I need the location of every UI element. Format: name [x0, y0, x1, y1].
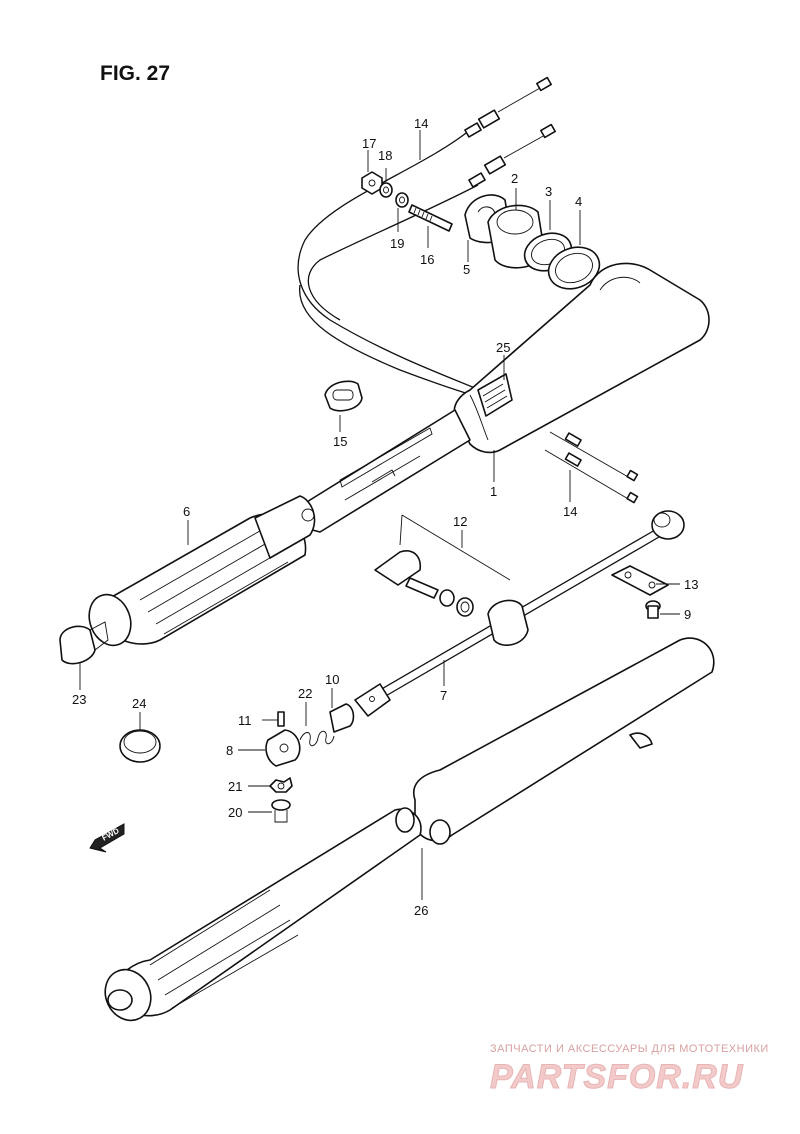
callout-14-upper: 14 [414, 116, 428, 131]
spring-22 [299, 730, 335, 747]
callout-24: 24 [132, 696, 146, 711]
callout-22: 22 [298, 686, 312, 701]
leader-lines [79, 130, 680, 900]
extension-handle-26 [104, 637, 715, 1022]
fwd-arrow: FWD [89, 823, 125, 853]
screw-9 [645, 600, 661, 619]
callout-6: 6 [183, 504, 190, 519]
throttle-cable-lower [544, 431, 639, 504]
callout-25: 25 [496, 340, 510, 355]
watermark-logo: PARTSFOR.RU [490, 1058, 744, 1096]
callout-9: 9 [684, 607, 691, 622]
callout-8: 8 [226, 743, 233, 758]
collar-10 [329, 703, 355, 733]
end-cap-23 [59, 621, 109, 665]
screw-20 [271, 799, 291, 823]
stud-bolt-16 [408, 204, 453, 232]
callout-26: 26 [414, 903, 428, 918]
bracket-assembly-12 [374, 514, 511, 617]
callout-1: 1 [490, 484, 497, 499]
callout-19: 19 [390, 236, 404, 251]
decal-25 [477, 373, 513, 417]
ring-4 [547, 246, 601, 290]
callout-21: 21 [228, 779, 242, 794]
callout-20: 20 [228, 805, 242, 820]
lock-washer-21 [269, 777, 293, 793]
callout-15: 15 [333, 434, 347, 449]
callout-18: 18 [378, 148, 392, 163]
plate-13 [611, 565, 669, 596]
callout-14-lower: 14 [563, 504, 577, 519]
washer-18 [379, 182, 393, 198]
friction-block-8 [265, 729, 301, 767]
callout-16: 16 [420, 252, 434, 267]
callout-labels: 14 17 18 19 16 5 2 3 4 25 15 1 14 6 12 1… [72, 116, 698, 918]
tiller-arm-1 [300, 262, 710, 533]
callout-4: 4 [575, 194, 582, 209]
plug-24 [119, 729, 161, 763]
throttle-grip-6 [88, 495, 316, 647]
figure-title: FIG. 27 [100, 62, 170, 85]
callout-17: 17 [362, 136, 376, 151]
callout-5: 5 [463, 262, 470, 277]
callout-3: 3 [545, 184, 552, 199]
nut-17 [361, 171, 383, 195]
washer-19 [395, 192, 409, 208]
watermark: ЗАПЧАСТИ И АКСЕССУАРЫ ДЛЯ МОТОТЕХНИКИ PA… [490, 1043, 769, 1097]
throttle-cable-upper [297, 76, 556, 401]
callout-23: 23 [72, 692, 86, 707]
callout-12: 12 [453, 514, 467, 529]
watermark-tagline: ЗАПЧАСТИ И АКСЕССУАРЫ ДЛЯ МОТОТЕХНИКИ [490, 1043, 769, 1055]
grommet-15 [324, 380, 363, 412]
callout-13: 13 [684, 577, 698, 592]
callout-10: 10 [325, 672, 339, 687]
callout-2: 2 [511, 171, 518, 186]
throttle-shaft-7 [354, 510, 685, 717]
callout-11: 11 [238, 713, 252, 728]
callout-7: 7 [440, 688, 447, 703]
pin-11 [277, 711, 285, 727]
